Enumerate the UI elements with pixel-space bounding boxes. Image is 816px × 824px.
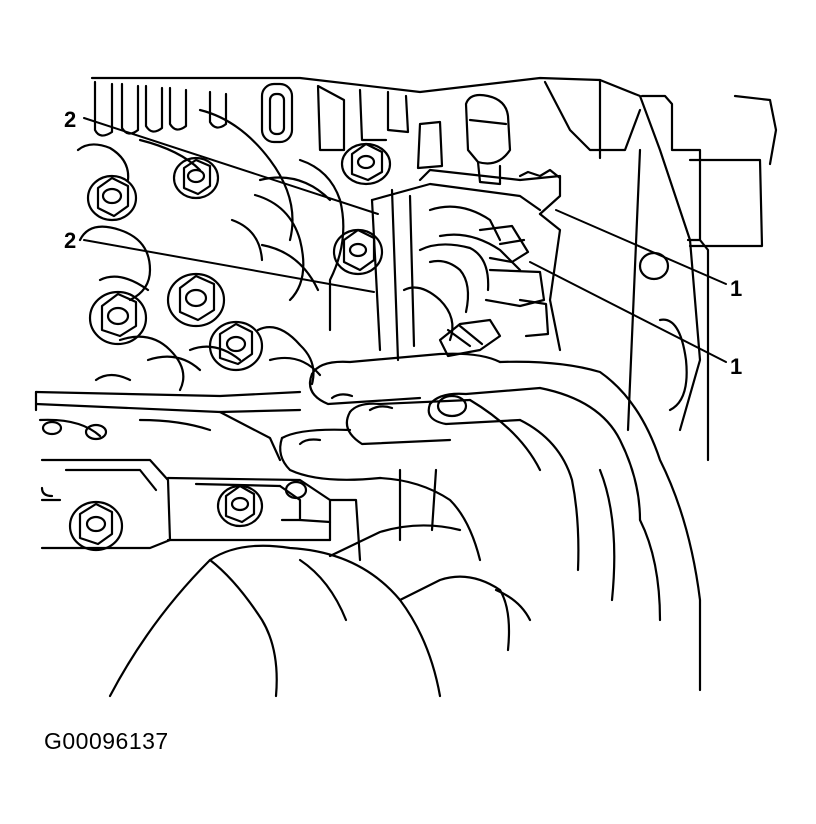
bolt-hex-icon (342, 144, 390, 184)
bolts (70, 144, 390, 550)
figure-id: G00096137 (44, 728, 169, 754)
callout-label: 1 (730, 354, 742, 379)
callout-label: 2 (64, 107, 76, 132)
transmission-housing (78, 78, 776, 460)
callout-leaders (84, 118, 726, 362)
bolt-hex-icon (70, 502, 122, 550)
callout-label: 1 (730, 276, 742, 301)
technician-hand (110, 354, 700, 696)
callout-label: 2 (64, 228, 76, 253)
bolt-hex-icon (334, 230, 382, 274)
bolt-hex-icon (174, 158, 218, 198)
bolt-hex-icon (88, 176, 136, 220)
bolt-hex-icon (168, 274, 224, 326)
bolt-hex-icon (210, 322, 262, 370)
electrical-connector-assembly (372, 95, 560, 360)
bolt-hex-icon (218, 486, 262, 526)
tool-blade (36, 392, 300, 460)
bolt-hex-icon (90, 292, 146, 344)
